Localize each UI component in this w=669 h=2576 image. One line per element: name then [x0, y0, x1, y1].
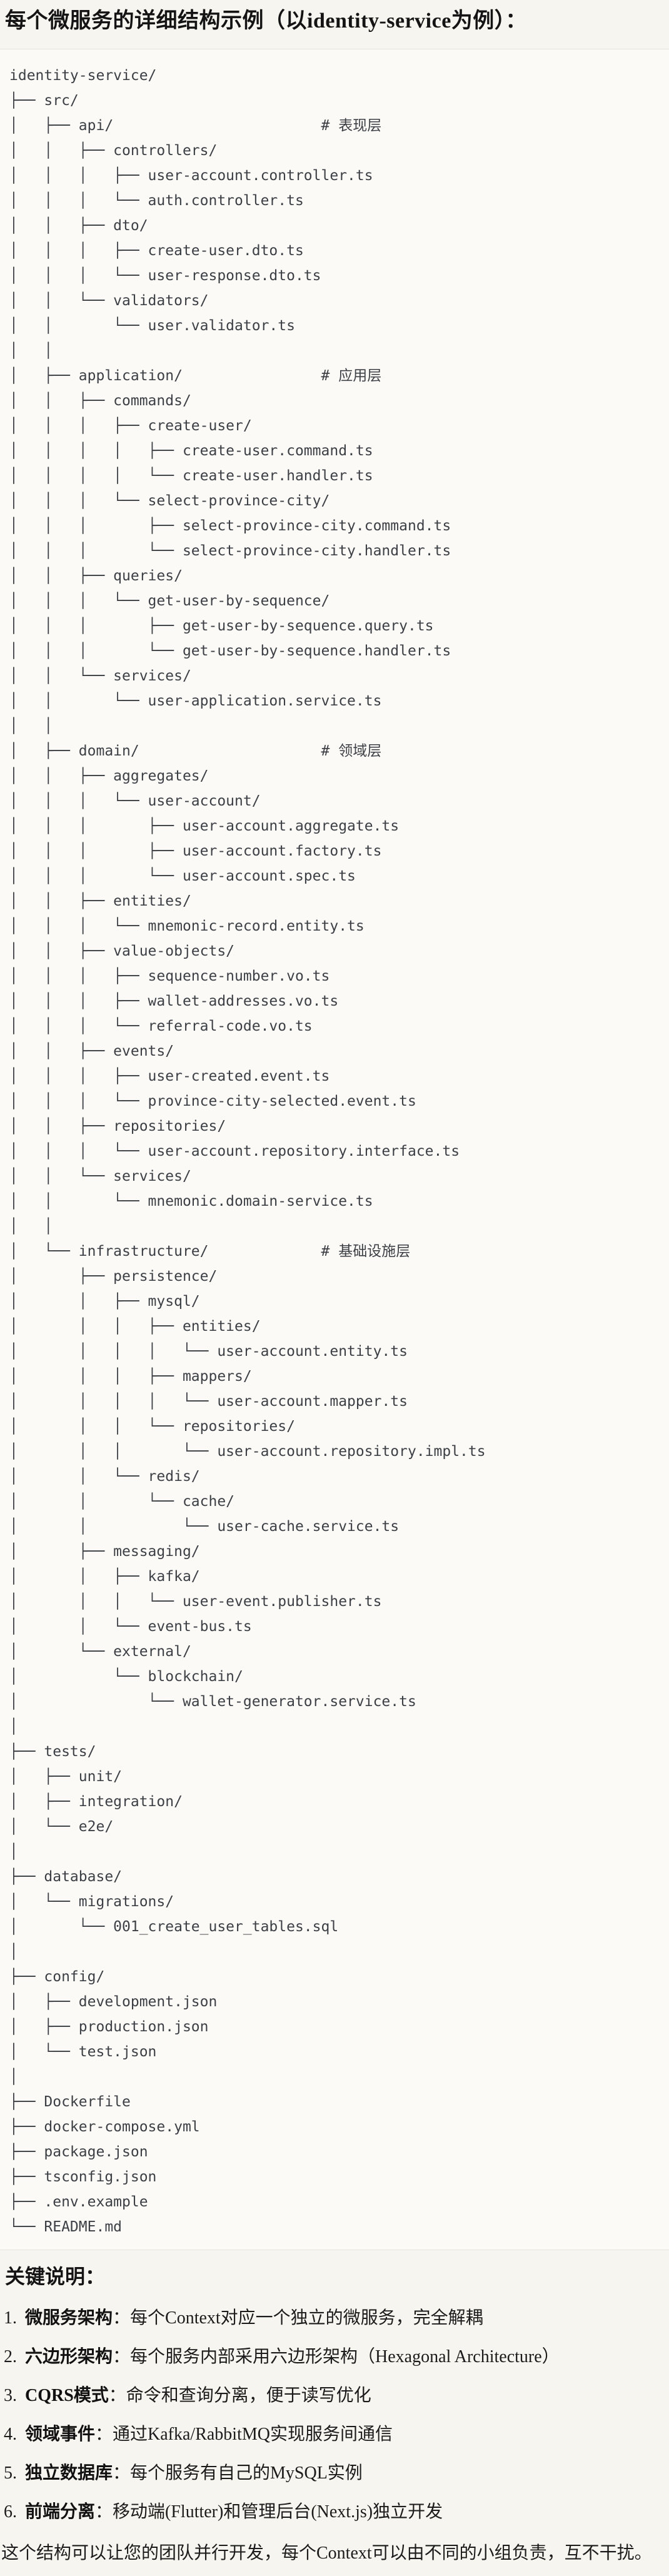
list-item: 4. 领域事件：通过Kafka/RabbitMQ实现服务间通信 [4, 2423, 664, 2446]
list-item-term: 领域事件 [25, 2425, 96, 2445]
list-item-desc: ：每个服务有自己的MySQL实例 [113, 2463, 363, 2483]
list-item-number: 1. [4, 2308, 17, 2328]
list-item-number: 2. [4, 2347, 17, 2367]
list-item-term: 前端分离 [25, 2502, 96, 2522]
list-item-number: 4. [4, 2425, 17, 2445]
list-item-number: 6. [4, 2502, 17, 2522]
directory-tree-codeblock: identity-service/ ├── src/ │ ├── api/ # … [0, 48, 669, 2250]
list-item-number: 5. [4, 2463, 17, 2483]
list-item: 5. 独立数据库：每个服务有自己的MySQL实例 [4, 2462, 664, 2485]
list-item: 2. 六边形架构：每个服务内部采用六边形架构（Hexagonal Architec… [4, 2346, 664, 2368]
list-item-desc: ：命令和查询分离，便于读写优化 [108, 2386, 371, 2406]
list-item-desc: ：通过Kafka/RabbitMQ实现服务间通信 [95, 2425, 393, 2445]
notes-list: 1. 微服务架构：每个Context对应一个独立的微服务，完全解耦 2. 六边形架构… [0, 2307, 669, 2523]
list-item-desc: ：每个服务内部采用六边形架构（Hexagonal Architecture） [113, 2347, 560, 2367]
list-item-term: 六边形架构 [25, 2347, 113, 2367]
list-item: 6. 前端分离：移动端(Flutter)和管理后台(Next.js)独立开发 [4, 2501, 664, 2523]
list-item-term: 独立数据库 [25, 2463, 113, 2483]
list-item: 1. 微服务架构：每个Context对应一个独立的微服务，完全解耦 [4, 2307, 664, 2330]
list-item-term: 微服务架构 [25, 2308, 113, 2328]
list-item-term: CQRS模式 [25, 2386, 109, 2406]
list-item-desc: ：移动端(Flutter)和管理后台(Next.js)独立开发 [95, 2502, 443, 2522]
list-item-desc: ：每个Context对应一个独立的微服务，完全解耦 [113, 2308, 483, 2328]
notes-heading: 关键说明： [5, 2265, 106, 2288]
directory-tree-text: identity-service/ ├── src/ │ ├── api/ # … [9, 67, 486, 2235]
page-title: 每个微服务的详细结构示例（以identity-service为例）： [5, 9, 527, 33]
list-item-number: 3. [4, 2386, 17, 2406]
closing-paragraph: 这个结构可以让您的团队并行开发，每个Context可以由不同的小组负责，互不干扰… [1, 2543, 652, 2563]
list-item: 3. CQRS模式：命令和查询分离，便于读写优化 [4, 2385, 664, 2407]
